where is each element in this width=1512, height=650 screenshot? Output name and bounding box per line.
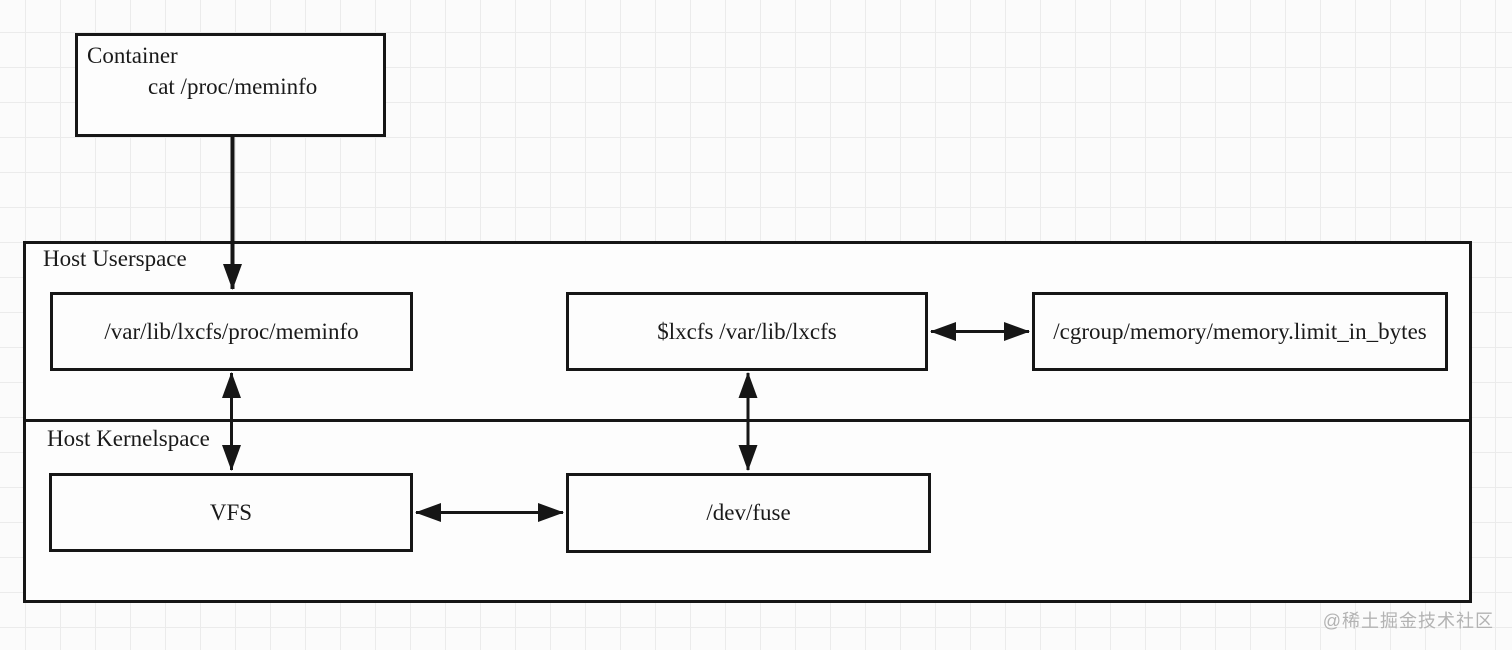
node-cgroup-memory-limit: /cgroup/memory/memory.limit_in_bytes: [1032, 292, 1448, 371]
host-userspace-label: Host Userspace: [43, 246, 187, 271]
node-var-lib-lxcfs-proc-meminfo: /var/lib/lxcfs/proc/meminfo: [50, 292, 413, 371]
userspace-kernelspace-divider: [23, 419, 1472, 422]
container-title: Container: [87, 43, 178, 68]
node-vfs: VFS: [49, 473, 413, 552]
container-command: cat /proc/meminfo: [148, 74, 318, 99]
host-kernelspace-label: Host Kernelspace: [47, 426, 210, 451]
container-node-box: Container cat /proc/meminfo: [75, 33, 386, 137]
watermark-text: @稀土掘金技术社区: [1322, 611, 1494, 631]
node-lxcfs-mount: $lxcfs /var/lib/lxcfs: [566, 292, 928, 371]
node-dev-fuse: /dev/fuse: [566, 473, 931, 553]
